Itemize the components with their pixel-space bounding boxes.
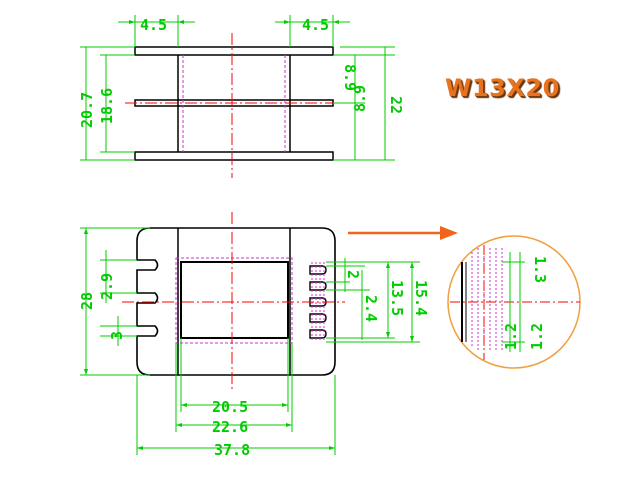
detail-view: 1.3 1.2 1.2 xyxy=(447,235,581,369)
dim-detail-right-offset: 1.2 xyxy=(528,323,546,350)
dim-lower-pitch: 8.9 xyxy=(351,85,369,112)
dim-detail-left-offset: 1.2 xyxy=(502,323,520,350)
top-flange-upper xyxy=(134,46,334,56)
dim-detail-pin-width: 1.3 xyxy=(531,256,549,283)
dim-notch-offset: 3 xyxy=(108,331,126,340)
dim-outer-span: 15.4 xyxy=(412,280,430,316)
front-view: 28 2.9 3 2 2.4 13.5 15.4 20.5 22.6 37.8 xyxy=(78,212,430,459)
dim-upper-pitch: 8.9 xyxy=(341,64,359,91)
top-flange-lower xyxy=(134,151,334,161)
dim-pin-gap: 2 xyxy=(344,270,362,279)
dim-pin-pitch: 2.4 xyxy=(362,295,380,322)
dim-core-width: 22.6 xyxy=(212,418,248,436)
dim-total-height: 22 xyxy=(387,96,405,114)
winding-window xyxy=(180,261,289,339)
top-view: 4.5 4.5 20.7 18.6 8.9 8.9 22 xyxy=(78,15,405,178)
dim-height: 28 xyxy=(78,292,96,310)
dim-notch-pitch: 2.9 xyxy=(98,273,116,300)
dim-left-flange: 4.5 xyxy=(140,16,167,34)
dim-window-width: 20.5 xyxy=(212,398,248,416)
part-title: W13X20 xyxy=(445,74,560,102)
detail-arrow xyxy=(348,226,458,240)
dim-inner-span: 13.5 xyxy=(388,280,406,316)
dim-overall-width: 37.8 xyxy=(214,441,250,459)
dim-outer-height: 20.7 xyxy=(78,92,96,128)
dim-inner-height: 18.6 xyxy=(98,88,116,124)
dim-right-flange: 4.5 xyxy=(302,16,329,34)
